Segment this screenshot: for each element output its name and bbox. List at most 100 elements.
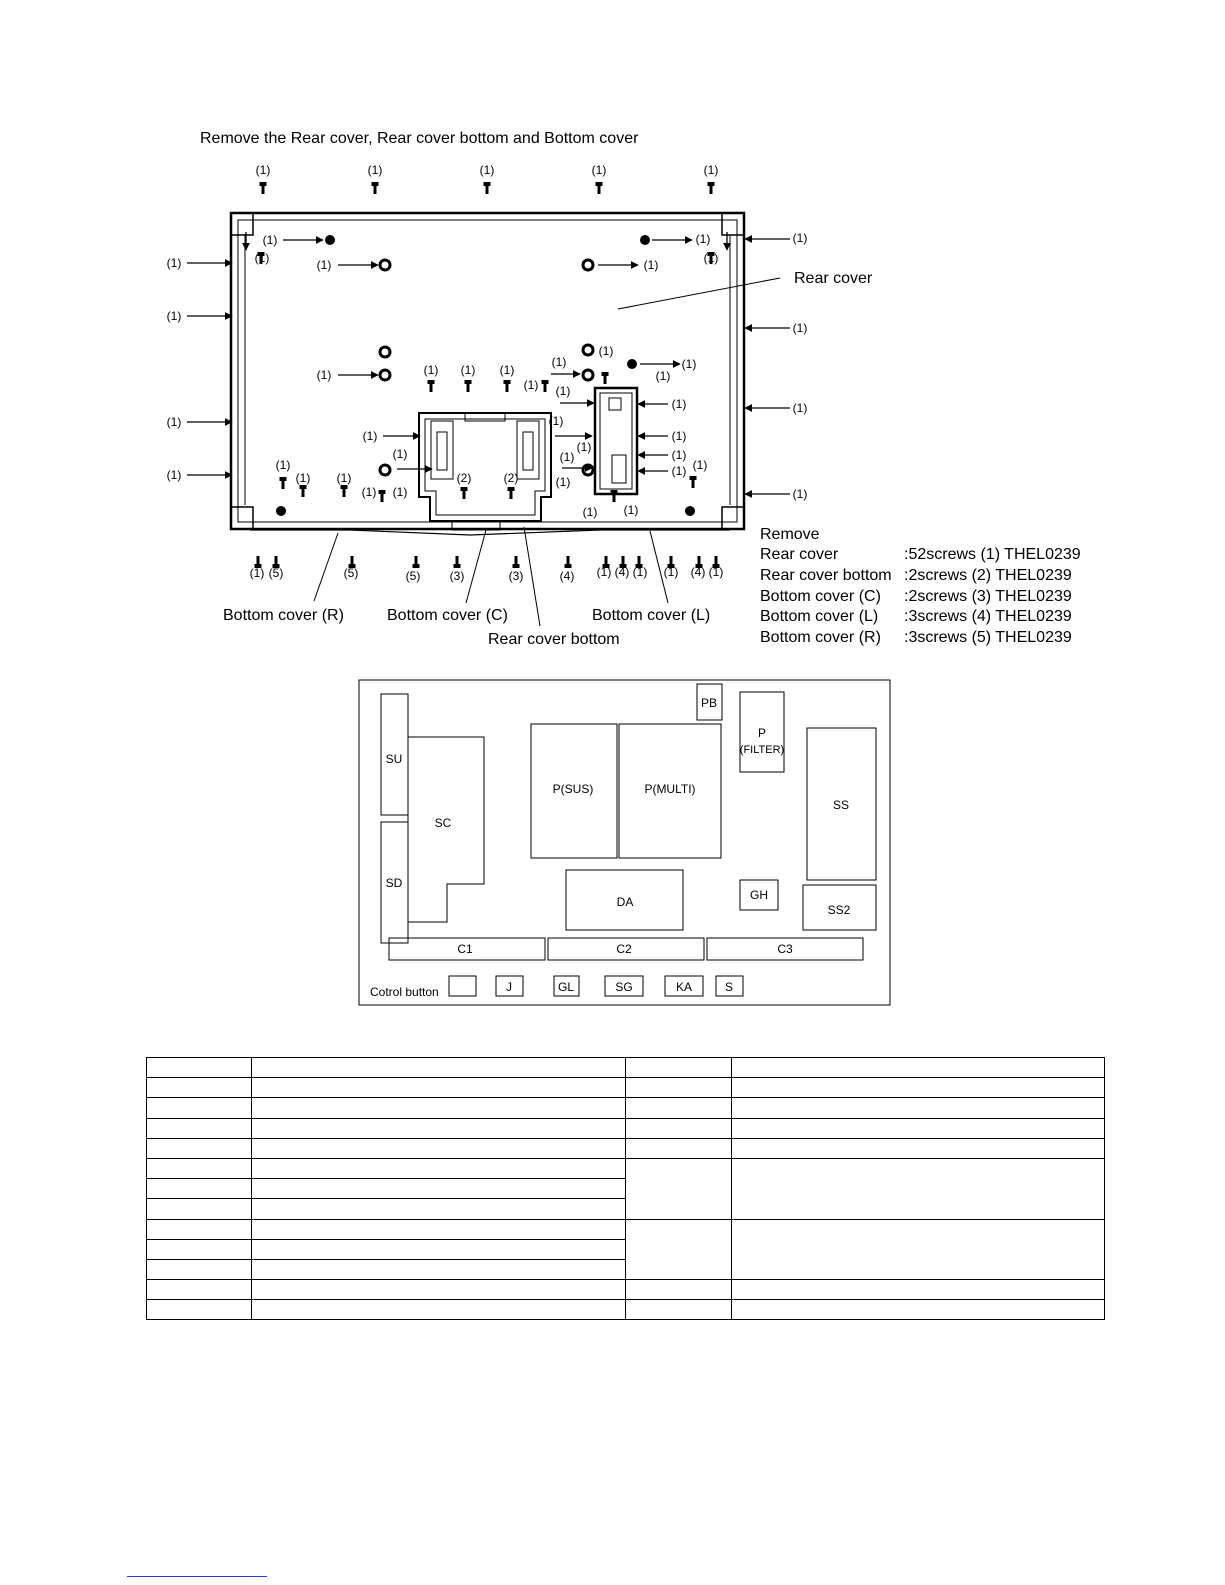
- table-row: [146, 1299, 1105, 1321]
- board-labels: PB P (FILTER) SU SC SD P(SUS) P(MULTI) S…: [370, 696, 851, 999]
- board-gl: [553, 975, 580, 997]
- svg-text:SS2: SS2: [828, 903, 851, 917]
- table-row: [146, 1056, 1105, 1079]
- bottom-cover-c-label: Bottom cover (C): [387, 607, 508, 624]
- svg-text:(1): (1): [793, 231, 808, 245]
- svg-text:(1): (1): [549, 414, 564, 428]
- svg-text:(1): (1): [793, 487, 808, 501]
- table-row: [146, 1238, 1105, 1260]
- svg-text:(1): (1): [167, 256, 182, 270]
- remove-item-part: Bottom cover (L): [760, 608, 878, 625]
- svg-text:(1): (1): [480, 163, 495, 177]
- remove-item-part: Rear cover bottom: [760, 567, 892, 584]
- svg-text:(1): (1): [552, 355, 567, 369]
- svg-text:(1): (1): [255, 251, 270, 265]
- bottom-screws: [254, 556, 720, 568]
- svg-text:(1): (1): [256, 163, 271, 177]
- svg-text:SG: SG: [615, 980, 632, 994]
- svg-text:(1): (1): [393, 485, 408, 499]
- svg-text:(1): (1): [393, 447, 408, 461]
- svg-text:(1): (1): [560, 450, 575, 464]
- svg-text:P(MULTI): P(MULTI): [644, 782, 695, 796]
- board-c3: [706, 937, 864, 961]
- svg-text:(1): (1): [167, 415, 182, 429]
- board-ka: [664, 975, 704, 997]
- svg-text:(1): (1): [317, 368, 332, 382]
- svg-text:(3): (3): [509, 569, 524, 583]
- page-title: Remove the Rear cover, Rear cover bottom…: [200, 130, 639, 147]
- board-pb: [696, 683, 723, 721]
- svg-text:KA: KA: [676, 980, 692, 994]
- svg-text:(1): (1): [461, 363, 476, 377]
- remove-item-spec: :2screws (2) THEL0239: [904, 567, 1072, 584]
- remove-list: Remove Rear cover :52screws (1) THEL0239…: [760, 526, 1081, 646]
- board-sd: [380, 821, 409, 944]
- board-ss2: [802, 884, 877, 931]
- svg-text:(1): (1): [656, 369, 671, 383]
- bottom-cover-l-label: Bottom cover (L): [592, 607, 710, 624]
- disassembly-diagram: Remove the Rear cover, Rear cover bottom…: [167, 130, 1081, 1006]
- table-row: [146, 1157, 1105, 1220]
- rear-cover-bottom-label: Rear cover bottom: [488, 631, 620, 648]
- svg-text:GL: GL: [558, 980, 574, 994]
- svg-text:(1): (1): [500, 363, 515, 377]
- svg-text:(1): (1): [664, 565, 679, 579]
- table-row: [146, 1218, 1105, 1281]
- svg-text:(1): (1): [296, 471, 311, 485]
- board-layout: [358, 679, 891, 1006]
- table-row: [146, 1117, 1105, 1139]
- svg-text:J: J: [506, 980, 512, 994]
- svg-text:(FILTER): (FILTER): [740, 744, 784, 756]
- board-p: [739, 691, 785, 773]
- board-gh: [739, 879, 779, 911]
- svg-text:(1): (1): [363, 429, 378, 443]
- svg-text:(2): (2): [504, 471, 519, 485]
- svg-text:(4): (4): [560, 569, 575, 583]
- svg-text:(2): (2): [457, 471, 472, 485]
- board-c2: [547, 937, 705, 961]
- svg-text:(4): (4): [615, 565, 630, 579]
- screw-labels: (1) (1) (1) (1) (1) (1) (1) (1) (1) (1) …: [167, 231, 808, 583]
- svg-text:C1: C1: [457, 942, 473, 956]
- svg-text:(1): (1): [577, 440, 592, 454]
- svg-text:(5): (5): [344, 566, 359, 580]
- svg-text:SU: SU: [386, 752, 403, 766]
- remove-item-spec: :2screws (3) THEL0239: [904, 588, 1072, 605]
- svg-text:(1): (1): [793, 321, 808, 335]
- svg-text:P: P: [758, 726, 766, 740]
- board-ss: [806, 727, 877, 881]
- svg-text:(1): (1): [704, 163, 719, 177]
- table-row: [146, 1097, 1105, 1119]
- remove-item-spec: :52screws (1) THEL0239: [904, 546, 1081, 563]
- board-da: [565, 869, 684, 931]
- spec-table: [146, 1056, 1105, 1321]
- svg-text:SD: SD: [386, 876, 403, 890]
- svg-text:(1): (1): [633, 565, 648, 579]
- top-screws: [259, 182, 715, 194]
- svg-text:(5): (5): [269, 566, 284, 580]
- svg-text:(1): (1): [424, 363, 439, 377]
- svg-text:(1): (1): [696, 232, 711, 246]
- svg-text:(4): (4): [691, 565, 706, 579]
- svg-text:(1): (1): [644, 258, 659, 272]
- bottom-cover-r-label: Bottom cover (R): [223, 607, 344, 624]
- svg-text:(5): (5): [406, 569, 421, 583]
- svg-text:(1): (1): [167, 309, 182, 323]
- board-s: [715, 975, 744, 997]
- svg-text:GH: GH: [750, 888, 768, 902]
- board-sg: [604, 975, 644, 997]
- svg-text:(1): (1): [693, 458, 708, 472]
- svg-text:(1): (1): [167, 468, 182, 482]
- svg-text:C3: C3: [777, 942, 793, 956]
- remove-item-spec: :3screws (4) THEL0239: [904, 608, 1072, 625]
- svg-text:SS: SS: [833, 798, 849, 812]
- remove-item-spec: :3screws (5) THEL0239: [904, 629, 1072, 646]
- remove-item-part: Rear cover: [760, 546, 839, 563]
- svg-text:(1): (1): [368, 163, 383, 177]
- svg-text:(1): (1): [263, 233, 278, 247]
- remove-heading: Remove: [760, 526, 820, 543]
- board-j: [495, 975, 524, 997]
- svg-text:(1): (1): [672, 397, 687, 411]
- board-c1: [388, 937, 546, 961]
- svg-text:(1): (1): [704, 251, 719, 265]
